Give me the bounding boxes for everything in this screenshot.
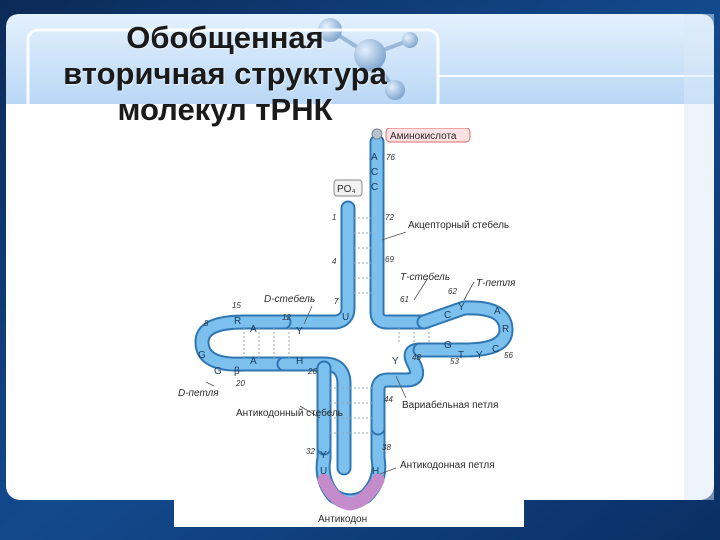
position-number: 61: [400, 295, 409, 304]
po4-label: PO₄: [337, 184, 356, 195]
base: A: [494, 306, 501, 317]
t-stem-label: Т-стебель: [400, 271, 450, 283]
base: Y: [320, 450, 327, 461]
anticodon-loop-label: Антикодонная петля: [400, 460, 495, 471]
position-number: 4: [332, 257, 337, 266]
anticodon-stem-label: Антикодонный стебель: [236, 407, 343, 419]
base: G: [198, 350, 206, 361]
acceptor-base: C: [371, 167, 378, 178]
base: A: [250, 324, 257, 335]
anticodon-highlight: [324, 480, 378, 504]
base: R: [502, 324, 509, 335]
position-number: 26: [307, 367, 317, 376]
position-number: 56: [504, 351, 513, 360]
base: H: [372, 466, 379, 477]
position-number: 12: [282, 313, 291, 322]
base: A: [250, 356, 257, 367]
trna-diagram: Аминокислота PO₄ A C C 76 72 69 1 4 7 12…: [174, 128, 524, 527]
t-loop-label: Т-петля: [476, 278, 516, 289]
position-number: 62: [448, 287, 457, 296]
position-number: 1: [332, 213, 336, 222]
base: Y: [296, 326, 303, 337]
base: H: [296, 356, 303, 367]
position-number: 48: [412, 353, 421, 362]
position-number: 72: [385, 213, 394, 222]
position-number: 69: [385, 255, 394, 264]
base: G: [444, 340, 452, 351]
position-number: 38: [382, 443, 391, 452]
base: Y: [392, 356, 399, 367]
d-stem-label: D-стебель: [264, 293, 315, 305]
anticodon-label: Антикодон: [318, 514, 367, 525]
base: U: [320, 466, 327, 477]
base: C: [492, 344, 499, 355]
amino-acid-label: Аминокислота: [390, 131, 457, 142]
position-number: 20: [235, 379, 245, 388]
acceptor-base: C: [371, 182, 378, 193]
base: Y: [476, 350, 483, 361]
base: C: [444, 310, 451, 321]
base: T: [458, 350, 464, 361]
position-number: 44: [384, 395, 393, 404]
d-loop-label: D-петля: [178, 388, 219, 399]
acceptor-stem-label: Акцепторный стебель: [408, 219, 509, 231]
position-number: 7: [334, 297, 339, 306]
acceptor-base: A: [371, 152, 378, 163]
base: β: [234, 366, 240, 377]
position-number: 8: [204, 319, 209, 328]
variable-loop-label: Вариабельная петля: [402, 399, 498, 411]
base: Y: [458, 302, 465, 313]
trna-figure: Аминокислота PO₄ A C C 76 72 69 1 4 7 12…: [174, 128, 524, 527]
base: U: [342, 312, 349, 323]
position-number: 76: [386, 153, 395, 162]
slide-title: Обобщенная вторичная структура молекул т…: [20, 20, 430, 128]
amino-acid-site: [372, 129, 382, 139]
position-number: 15: [232, 301, 241, 310]
base: G: [214, 366, 222, 377]
position-number: 32: [306, 447, 315, 456]
base: R: [234, 316, 241, 327]
